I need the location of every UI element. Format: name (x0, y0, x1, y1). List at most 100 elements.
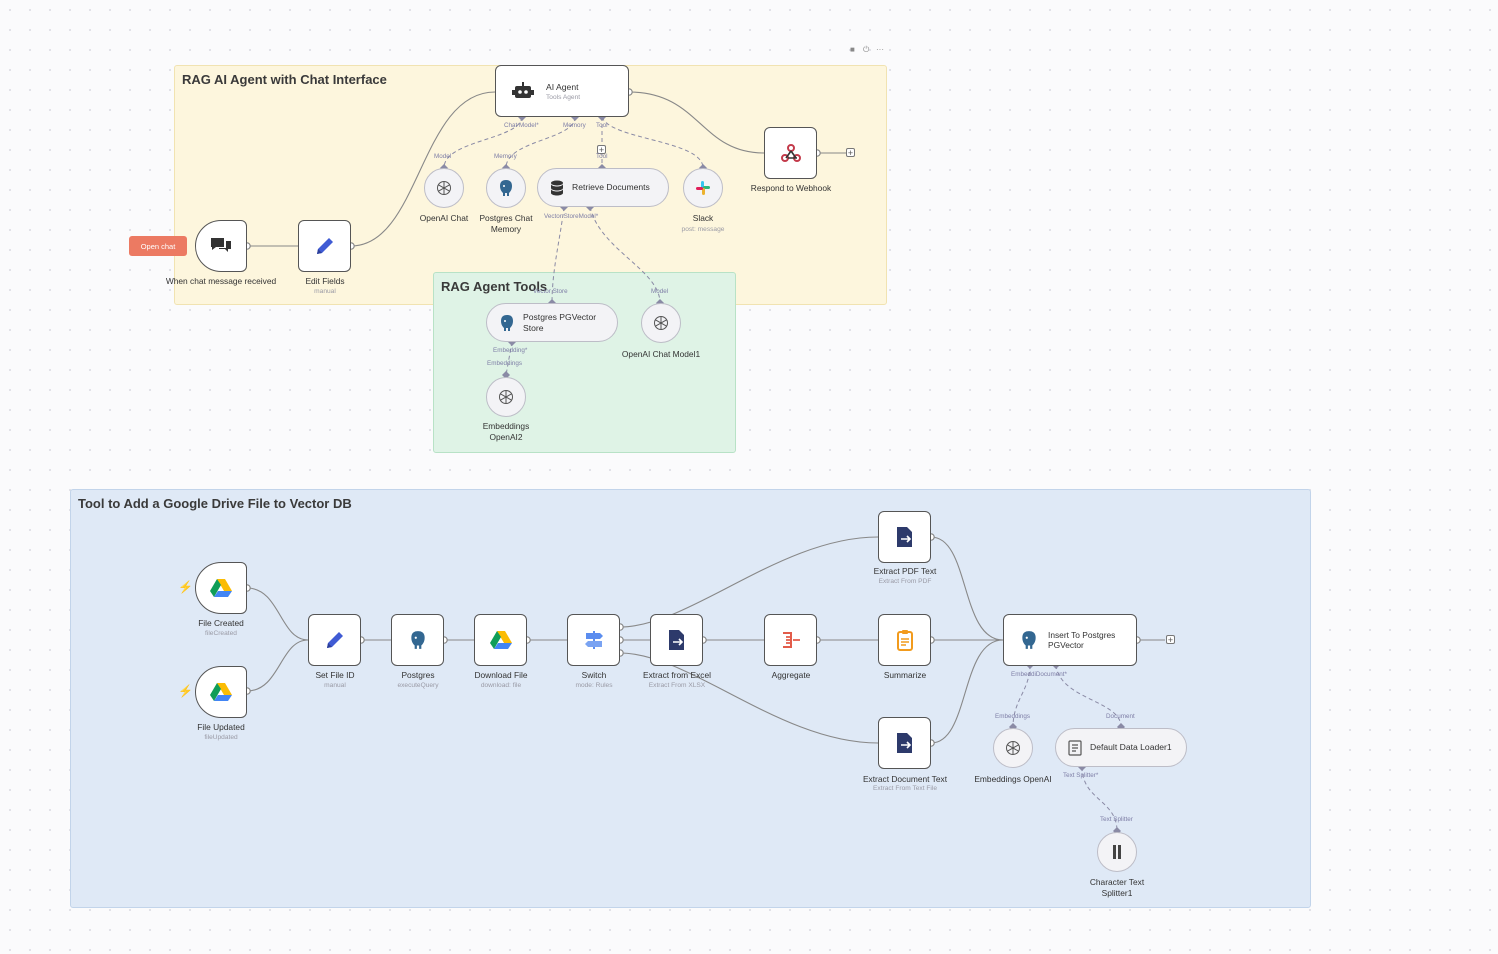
node-extract-pdf[interactable] (878, 511, 931, 563)
node-insert-pgvector[interactable]: Insert To Postgres PGVector (1003, 614, 1137, 666)
node-sublabel: manual (324, 682, 346, 689)
node-label: Embeddings OpenAI2 (482, 421, 530, 442)
open-chat-button[interactable]: Open chat (129, 236, 187, 256)
pin-memory: Memory (494, 153, 517, 160)
openai-icon (499, 390, 513, 404)
node-download-file[interactable] (474, 614, 527, 666)
aggregate-icon (782, 632, 800, 648)
splitter-icon (1113, 845, 1121, 859)
node-sublabel: Extract From PDF (878, 578, 932, 585)
sticky-title: RAG AI Agent with Chat Interface (182, 72, 387, 87)
node-label: Character Text Splitter1 (1089, 877, 1145, 898)
node-slack[interactable] (683, 168, 723, 208)
node-summarize[interactable] (878, 614, 931, 666)
node-sublabel: mode: Rules (575, 682, 613, 689)
pin-memory: Memory (563, 122, 586, 129)
node-label: Download File (474, 670, 528, 680)
sticky-title: Tool to Add a Google Drive File to Vecto… (78, 496, 352, 511)
node-aggregate[interactable] (764, 614, 817, 666)
pin-model: Model (651, 288, 669, 295)
node-label: OpenAI Chat Model1 (621, 349, 701, 359)
node-embeddings-openai2[interactable] (486, 377, 526, 417)
node-ai-agent[interactable]: AI Agent Tools Agent (495, 65, 629, 117)
trash-icon[interactable]: ■ (850, 45, 855, 54)
node-label: File Created (198, 618, 244, 628)
node-title: Default Data Loader1 (1090, 742, 1172, 753)
pin-tool: Tool (596, 122, 608, 129)
node-file-created[interactable] (195, 562, 247, 614)
openai-icon (437, 181, 451, 195)
node-default-loader[interactable]: Default Data Loader1 (1055, 728, 1187, 767)
extract-file-icon (668, 630, 684, 650)
pencil-icon (316, 238, 333, 254)
node-title: AI Agent (546, 81, 579, 92)
add-tool-button[interactable]: + (597, 145, 606, 155)
google-drive-icon (489, 631, 512, 649)
pin-vector-store-model: Vector StoreModel* (544, 213, 599, 220)
node-sublabel: Extract From Text File (873, 785, 937, 792)
node-label: Respond to Webhook (750, 183, 832, 193)
pin-document: Document (1106, 713, 1135, 720)
node-sublabel: manual (314, 288, 336, 295)
add-node-button[interactable]: + (1166, 635, 1175, 645)
add-node-button[interactable]: + (846, 148, 855, 158)
node-pgvector-store[interactable]: Postgres PGVector Store (486, 303, 618, 342)
document-loader-icon (1068, 739, 1082, 756)
node-postgres[interactable] (391, 614, 444, 666)
node-title: Retrieve Documents (572, 182, 650, 193)
pin-embedd-document: EmbeddiDocument* (1011, 671, 1068, 678)
node-label: Set File ID (315, 670, 355, 680)
pin-embeddings: Embeddings (487, 360, 523, 367)
node-label: Embeddings OpenAI (974, 774, 1052, 784)
postgres-icon (501, 314, 513, 331)
node-switch[interactable] (567, 614, 620, 666)
pin-embedding: Embedding* (493, 347, 528, 354)
power-icon[interactable]: ⏻ (863, 45, 870, 54)
node-char-splitter[interactable] (1097, 832, 1137, 872)
openai-icon (654, 316, 668, 330)
more-icon[interactable]: ··· (876, 45, 884, 54)
openai-icon (1006, 741, 1020, 755)
node-retrieve-documents[interactable]: Retrieve Documents (537, 168, 669, 207)
google-drive-icon (210, 579, 232, 597)
postgres-icon (410, 631, 425, 649)
robot-icon (512, 82, 534, 98)
node-set-file-id[interactable] (308, 614, 361, 666)
trigger-bolt-icon: ⚡ (178, 580, 193, 594)
postgres-icon (1022, 631, 1036, 649)
node-openai-chat[interactable] (424, 168, 464, 208)
node-openai-chat-model1[interactable] (641, 303, 681, 343)
pin-model: Model (434, 153, 452, 160)
node-label: Slack (692, 213, 714, 223)
node-sublabel: fileCreated (205, 630, 237, 637)
node-label: File Updated (197, 722, 245, 732)
clipboard-icon (896, 630, 913, 651)
node-extract-doc[interactable] (878, 717, 931, 769)
pin-embeddings: Embeddings (995, 713, 1031, 720)
node-label: Aggregate (771, 670, 811, 680)
chat-bubbles-icon (211, 238, 231, 252)
pin-tool: Tool (596, 153, 608, 160)
node-sublabel: download: file (480, 682, 522, 689)
pin-chat-model: Chat Model* (504, 122, 539, 129)
sticky-rag-tools[interactable]: RAG Agent Tools (433, 272, 736, 453)
trigger-bolt-icon: ⚡ (178, 684, 193, 698)
pencil-icon (326, 632, 343, 648)
node-edit-fields[interactable] (298, 220, 351, 272)
node-postgres-memory[interactable] (486, 168, 526, 208)
database-icon (551, 180, 563, 195)
extract-file-icon (896, 733, 912, 753)
webhook-icon (780, 144, 801, 162)
node-label: Edit Fields (305, 276, 345, 286)
node-chat-trigger[interactable] (195, 220, 247, 272)
postgres-icon (500, 180, 512, 196)
node-embeddings-openai[interactable] (993, 728, 1033, 768)
extract-file-icon (896, 527, 912, 547)
node-file-updated[interactable] (195, 666, 247, 718)
google-drive-icon (210, 683, 232, 701)
node-extract-excel[interactable] (650, 614, 703, 666)
node-respond-webhook[interactable] (764, 127, 817, 179)
node-label: Summarize (883, 670, 927, 680)
sticky-title: RAG Agent Tools (441, 279, 548, 294)
